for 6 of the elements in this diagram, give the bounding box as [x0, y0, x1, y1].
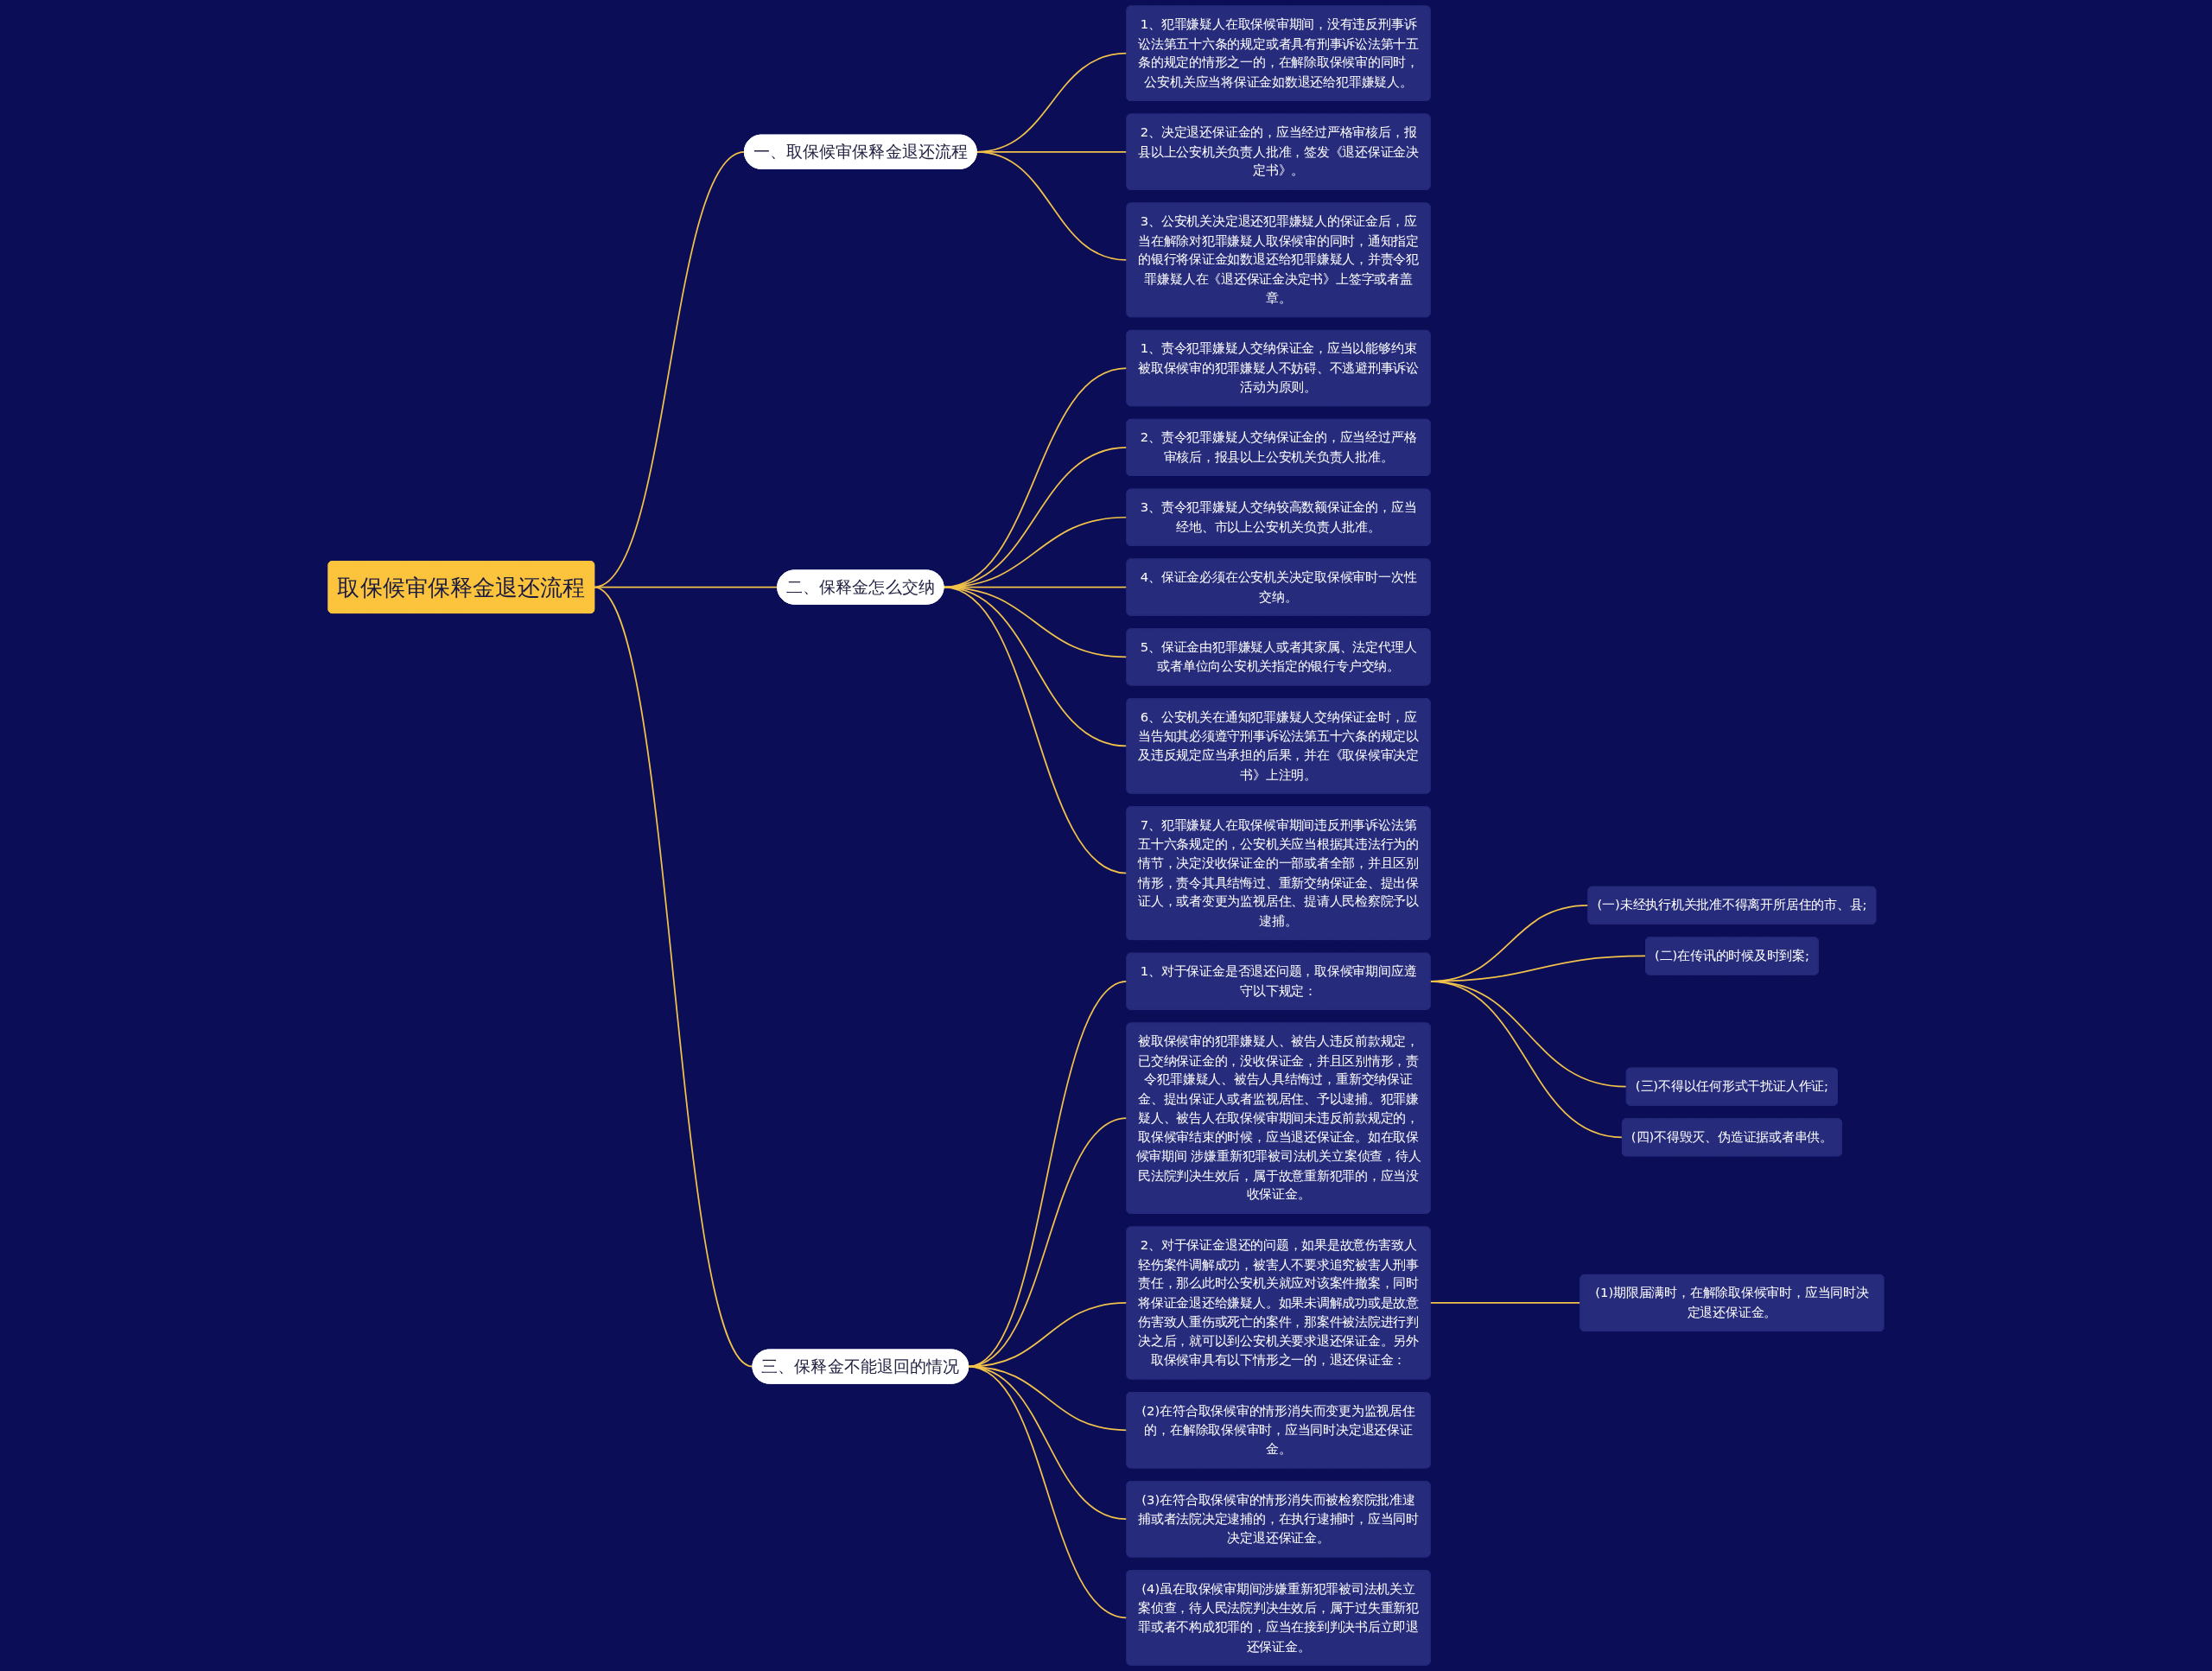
connector	[943, 586, 1128, 874]
connector	[976, 150, 1128, 261]
connector	[593, 586, 753, 1368]
connector	[967, 980, 1128, 1368]
connector	[967, 1365, 1128, 1619]
connector	[1429, 1302, 1581, 1304]
